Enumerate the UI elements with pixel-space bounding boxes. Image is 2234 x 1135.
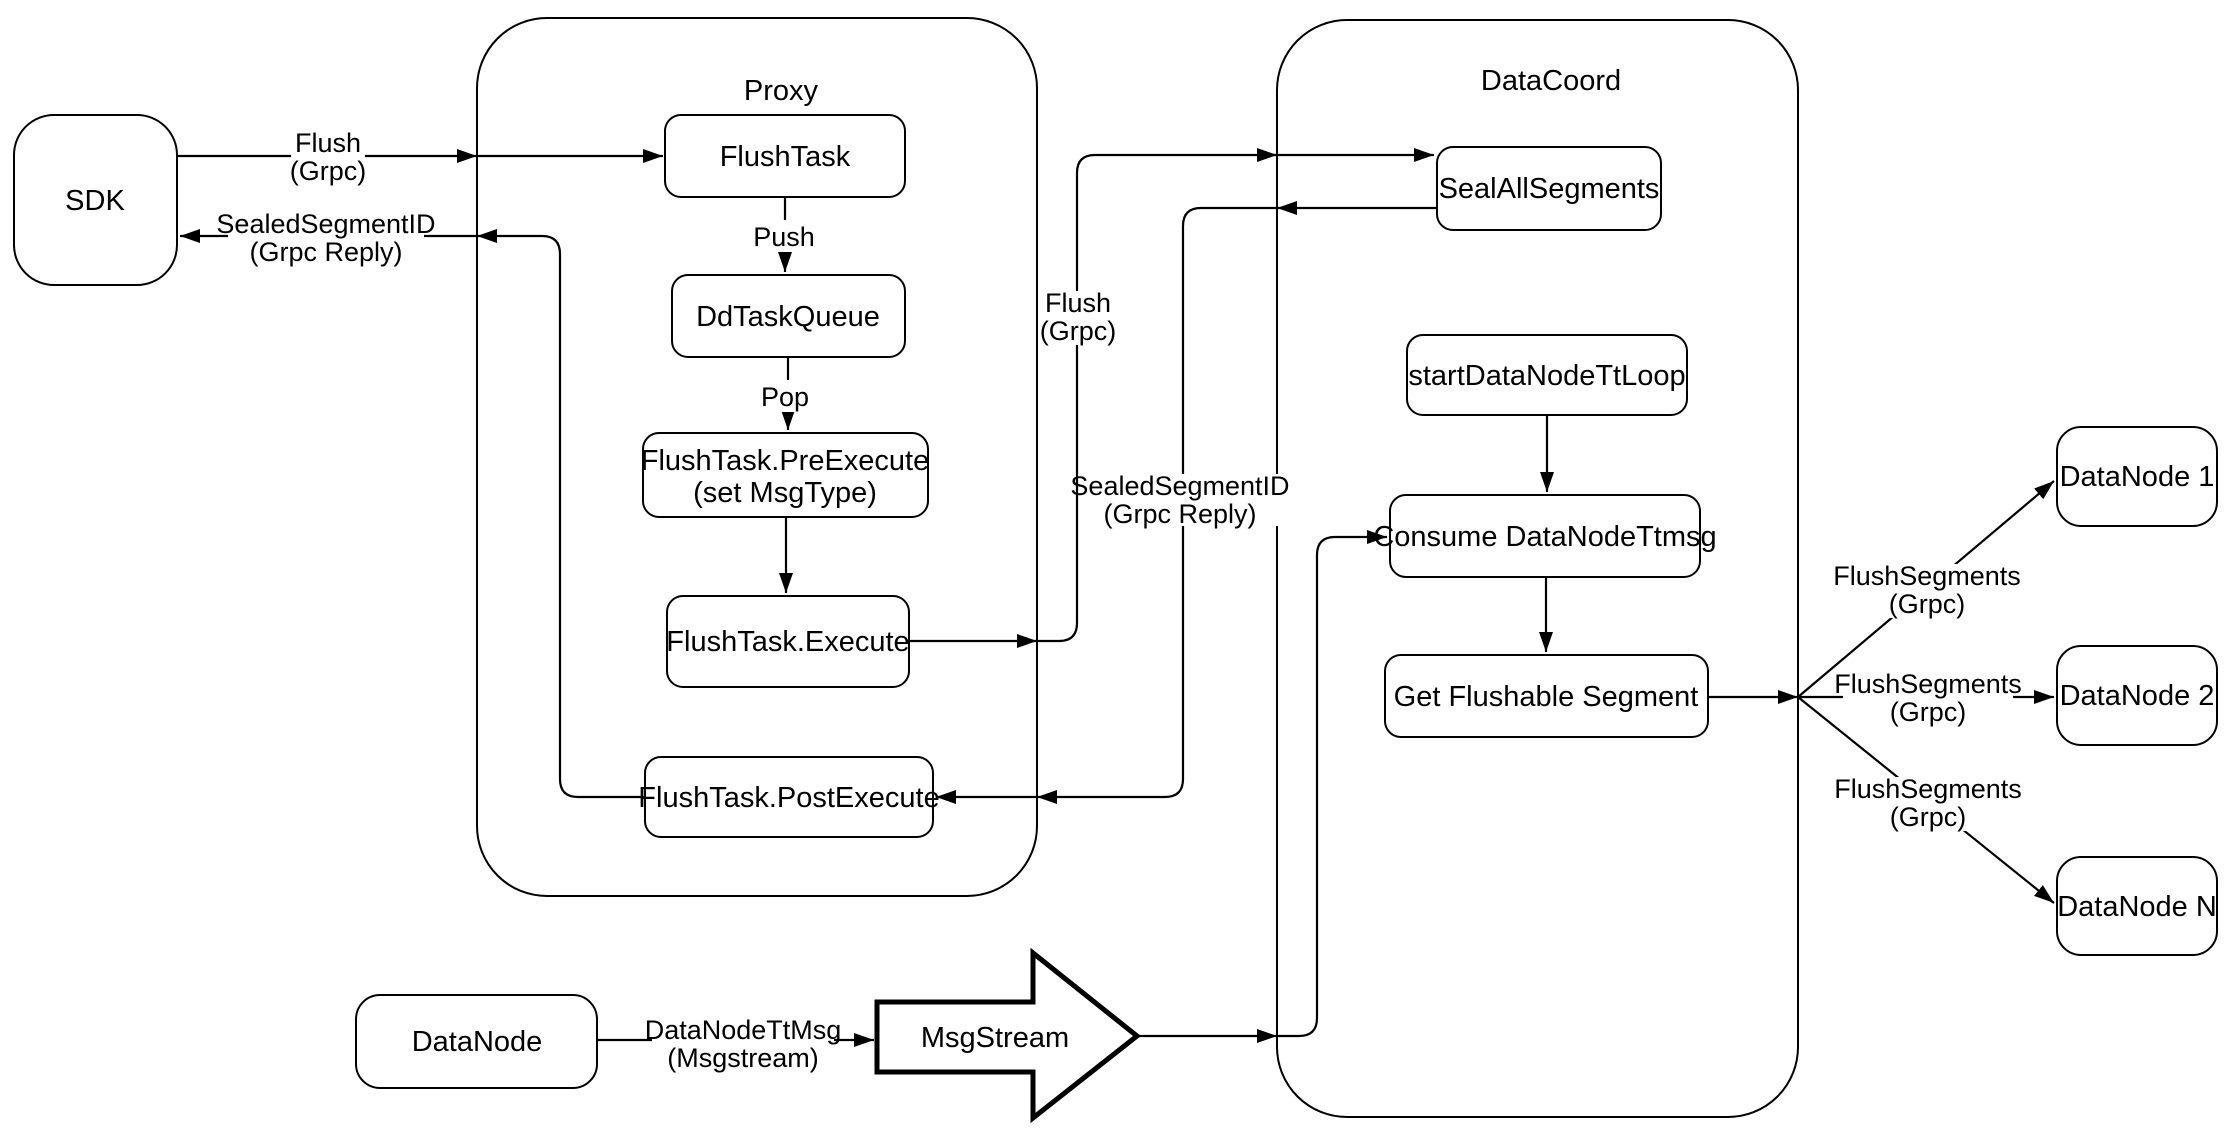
svg-text:DataNode 1: DataNode 1	[2060, 461, 2215, 493]
node-get-flushable-segment: Get Flushable Segment	[1384, 654, 1709, 738]
node-startdatanodettloop: startDataNodeTtLoop	[1406, 334, 1688, 416]
svg-text:(Grpc Reply): (Grpc Reply)	[1103, 499, 1256, 529]
node-datanode-n: DataNode N	[2056, 856, 2218, 956]
svg-text:Flush: Flush	[1045, 288, 1111, 318]
edge-label-flush-grpc-sdk: Flush (Grpc)	[290, 128, 367, 186]
svg-text:FlushTask.PostExecute: FlushTask.PostExecute	[638, 782, 939, 814]
node-datanode-1: DataNode 1	[2056, 426, 2218, 527]
node-msgstream-arrow: MsgStream	[874, 947, 1142, 1124]
svg-text:Push: Push	[753, 222, 815, 252]
svg-text:(Grpc): (Grpc)	[1890, 802, 1967, 832]
edge-label-push: Push	[749, 220, 819, 252]
svg-text:FlushTask: FlushTask	[720, 141, 851, 173]
svg-text:DataNodeTtMsg: DataNodeTtMsg	[645, 1015, 842, 1045]
edge-execute-sealallsegments	[909, 148, 1434, 648]
node-ddtaskqueue: DdTaskQueue	[671, 274, 906, 358]
svg-text:(Grpc Reply): (Grpc Reply)	[249, 237, 402, 267]
node-datanode-bottom: DataNode	[355, 994, 598, 1089]
node-flushtask-execute: FlushTask.Execute	[666, 595, 910, 688]
svg-text:DataNode: DataNode	[412, 1026, 543, 1058]
svg-text:DataNode N: DataNode N	[2057, 891, 2217, 923]
svg-text:(Msgstream): (Msgstream)	[667, 1043, 819, 1073]
edge-label-pop: Pop	[753, 380, 817, 412]
svg-text:FlushTask.PreExecute: FlushTask.PreExecute	[641, 445, 930, 477]
edge-postexecute-sdk	[180, 229, 645, 799]
edge-label-flushsegments-1: FlushSegments (Grpc)	[1833, 561, 2021, 619]
edge-label-sealedsegmentid-sdk: SealedSegmentID (Grpc Reply)	[216, 209, 435, 267]
svg-text:(Grpc): (Grpc)	[290, 156, 367, 186]
node-flushtask-preexecute: FlushTask.PreExecute (set MsgType)	[641, 432, 930, 518]
edge-label-sealedsegmentid-mid: SealedSegmentID (Grpc Reply)	[1070, 471, 1289, 529]
edge-msgstream-consume	[1137, 530, 1387, 1043]
datacoord-container: DataCoord	[1276, 19, 1799, 1118]
svg-text:(Grpc): (Grpc)	[1890, 697, 1967, 727]
svg-text:(set MsgType): (set MsgType)	[693, 477, 877, 509]
svg-text:SealedSegmentID: SealedSegmentID	[1070, 471, 1289, 501]
svg-text:DdTaskQueue: DdTaskQueue	[696, 301, 880, 333]
svg-text:Pop: Pop	[761, 382, 809, 412]
proxy-container: Proxy	[476, 17, 1038, 897]
edge-label-flushsegments-3: FlushSegments (Grpc)	[1834, 774, 2022, 832]
svg-text:SDK: SDK	[65, 185, 125, 217]
svg-text:FlushSegments: FlushSegments	[1834, 669, 2022, 699]
svg-text:Flush: Flush	[295, 128, 361, 158]
edge-label-datanodettmsg: DataNodeTtMsg (Msgstream)	[645, 1015, 842, 1073]
node-sealallsegments: SealAllSegments	[1436, 146, 1662, 231]
svg-text:(Grpc): (Grpc)	[1040, 316, 1117, 346]
svg-text:FlushSegments: FlushSegments	[1833, 561, 2021, 591]
svg-text:Get Flushable Segment: Get Flushable Segment	[1394, 681, 1699, 713]
svg-text:(Grpc): (Grpc)	[1889, 589, 1966, 619]
node-sdk: SDK	[13, 114, 178, 286]
svg-text:FlushSegments: FlushSegments	[1834, 774, 2022, 804]
svg-text:SealAllSegments: SealAllSegments	[1439, 173, 1660, 205]
node-datanode-2: DataNode 2	[2056, 645, 2218, 746]
svg-text:startDataNodeTtLoop: startDataNodeTtLoop	[1408, 360, 1685, 392]
node-consume-datanodettmsg: Consume DataNodeTtmsg	[1373, 494, 1717, 578]
svg-text:MsgStream: MsgStream	[921, 1022, 1069, 1054]
node-flushtask-postexecute: FlushTask.PostExecute	[638, 756, 940, 838]
svg-text:SealedSegmentID: SealedSegmentID	[216, 209, 435, 239]
svg-text:FlushTask.Execute: FlushTask.Execute	[666, 626, 909, 658]
edge-label-flush-grpc-mid: Flush (Grpc)	[1040, 288, 1117, 346]
datacoord-container-title: DataCoord	[1481, 65, 1621, 97]
proxy-container-title: Proxy	[744, 75, 819, 107]
svg-text:DataNode 2: DataNode 2	[2060, 680, 2215, 712]
edge-label-flushsegments-2: FlushSegments (Grpc)	[1834, 669, 2022, 727]
node-flushtask: FlushTask	[664, 114, 906, 198]
svg-text:Consume DataNodeTtmsg: Consume DataNodeTtmsg	[1373, 521, 1716, 553]
